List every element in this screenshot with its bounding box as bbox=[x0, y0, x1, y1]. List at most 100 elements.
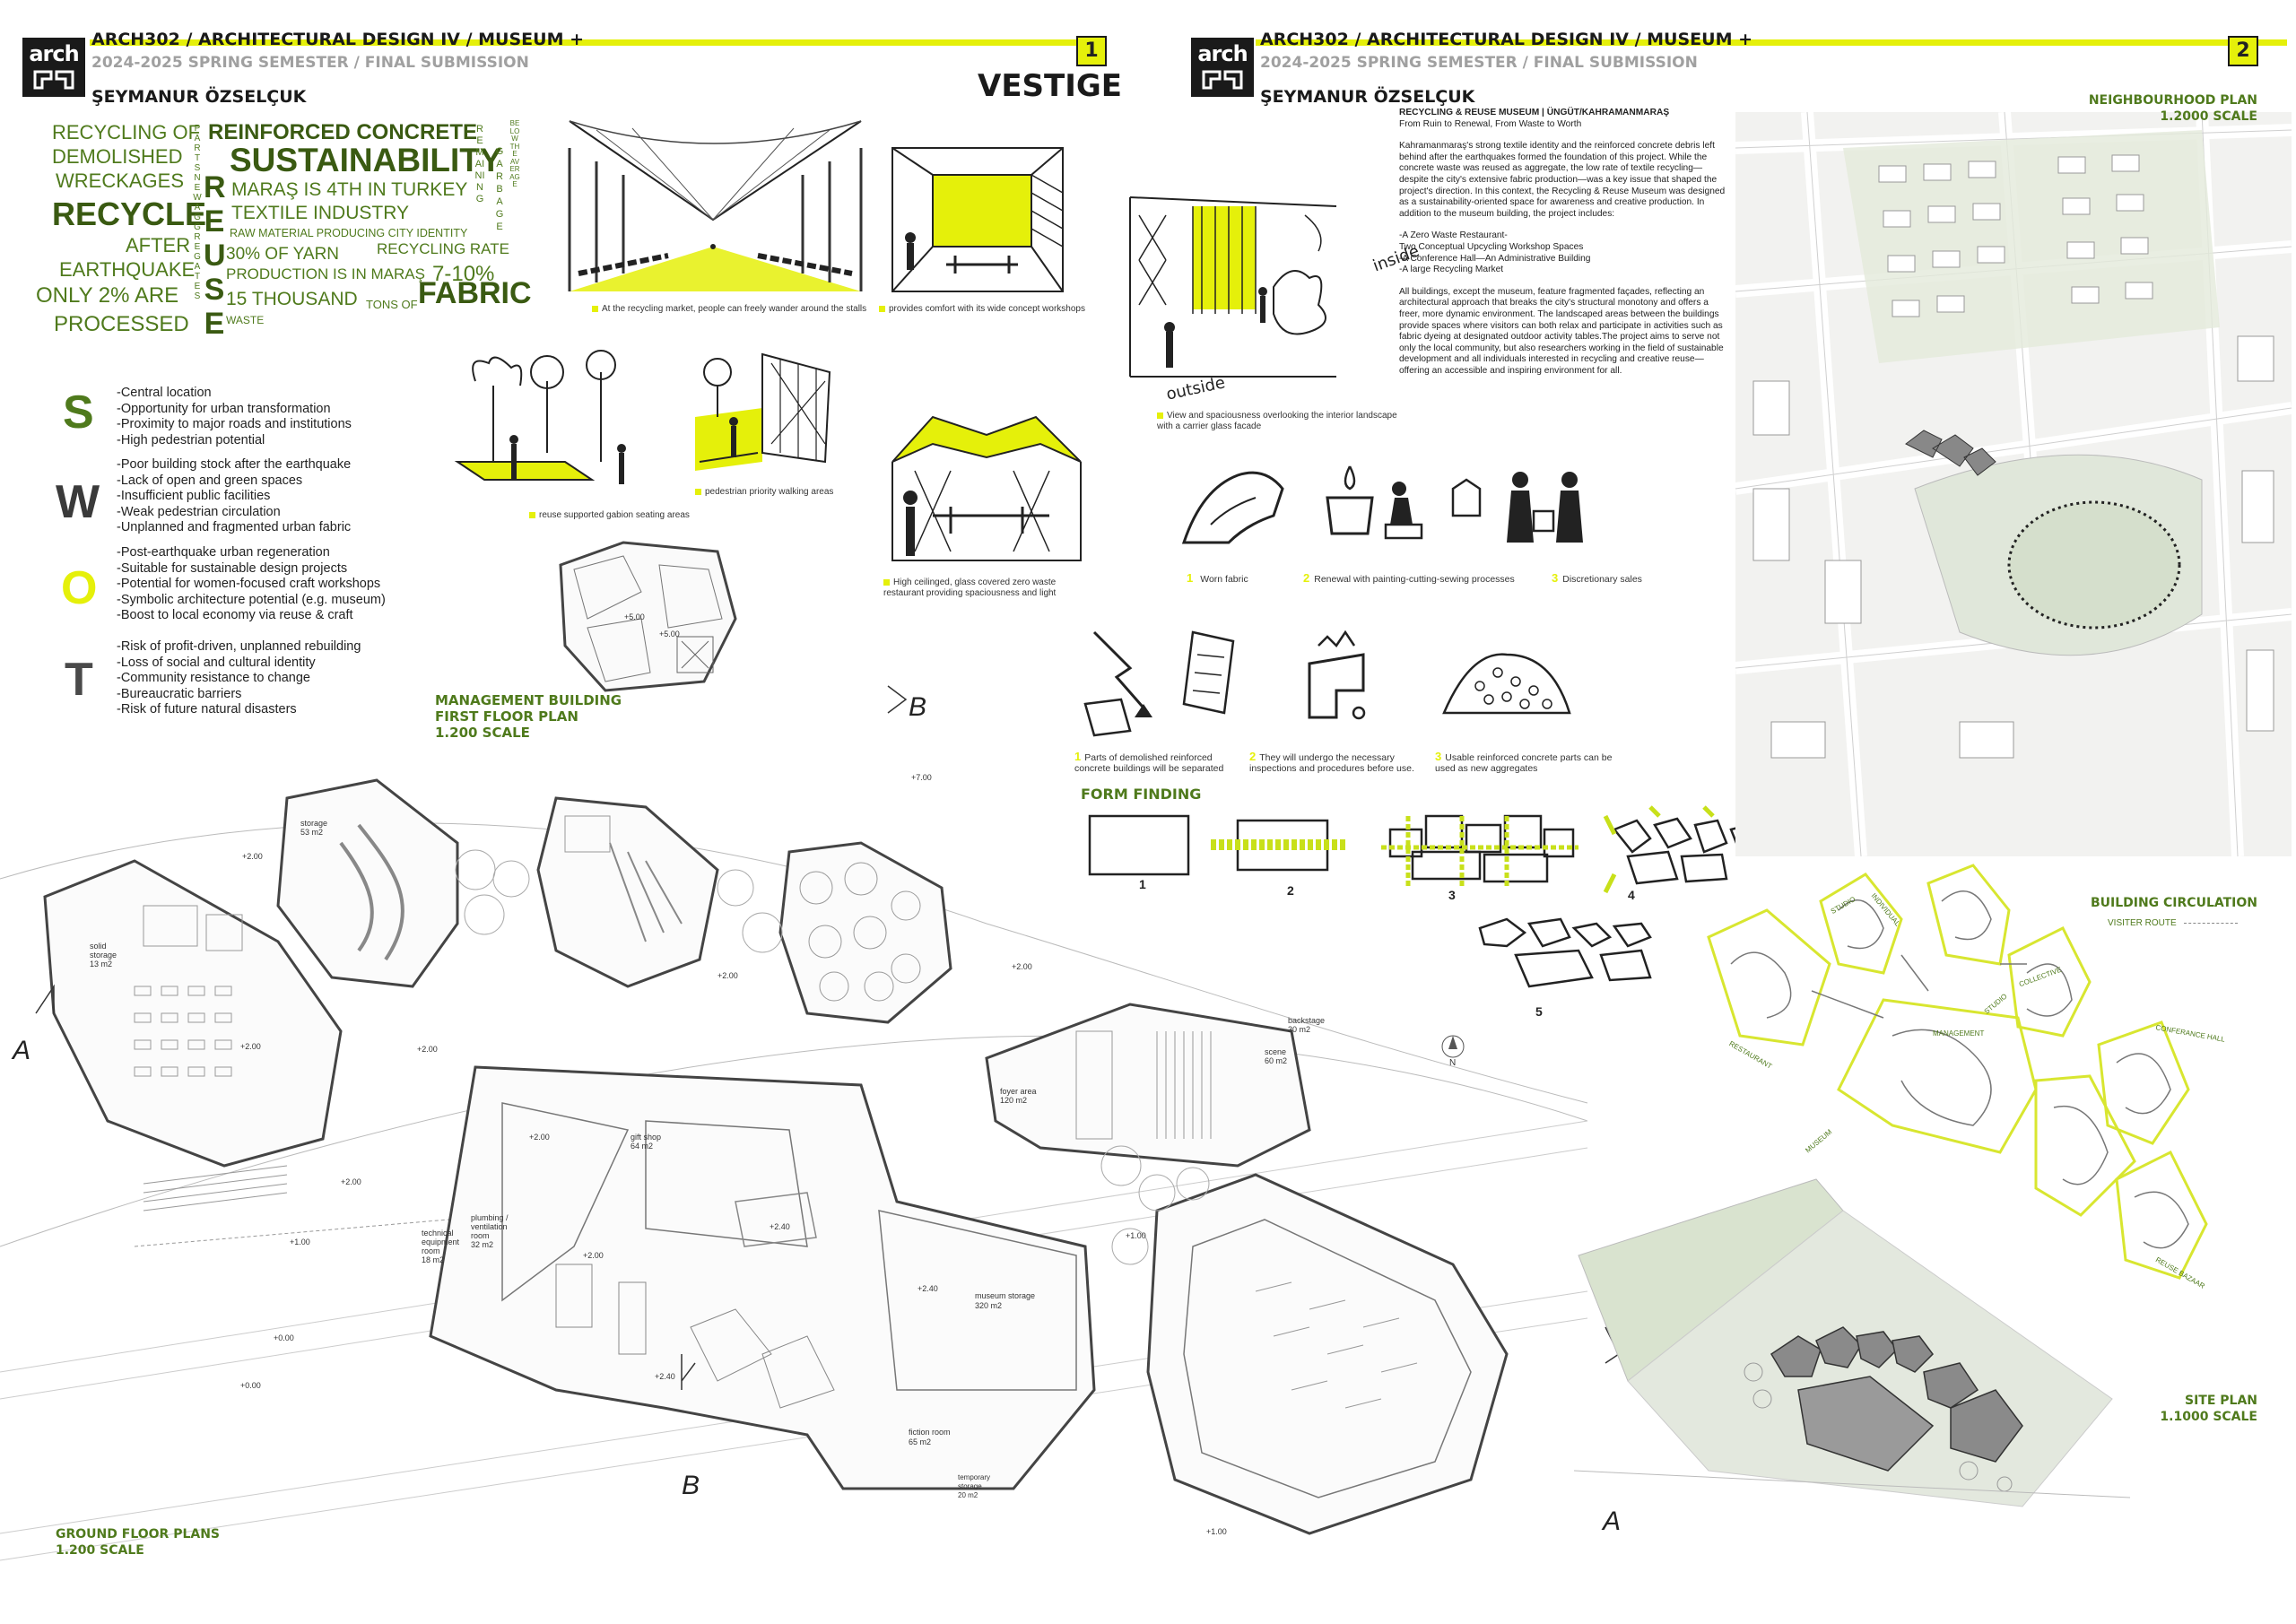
room-area: 320 m2 bbox=[975, 1301, 1003, 1310]
page-number-1: 1 bbox=[1076, 36, 1107, 66]
step-number: 3 bbox=[1435, 750, 1442, 763]
room-name: foyer area bbox=[1000, 1087, 1037, 1096]
opportunities-list: -Post-earthquake urban regeneration -Sui… bbox=[117, 545, 386, 624]
form-step-3: 3 bbox=[1448, 888, 1456, 902]
caption-gabion-text: reuse supported gabion seating areas bbox=[539, 510, 690, 520]
step-label: Worn fabric bbox=[1200, 574, 1248, 585]
caption-view-text: View and spaciousness overlooking the in… bbox=[1157, 411, 1397, 431]
wc-fabric: FABRIC bbox=[418, 276, 532, 310]
course-title-2: ARCH302 / ARCHITECTURAL DESIGN IV / MUSE… bbox=[1260, 30, 1753, 49]
worn-fabric-icon bbox=[1181, 471, 1284, 544]
opportunity-item: -Boost to local economy via reuse & craf… bbox=[117, 608, 353, 622]
wc-thousand: 15 THOUSAND bbox=[226, 289, 358, 309]
wc-yarn: 30% OF YARN bbox=[226, 245, 340, 264]
wc-waste: WASTE bbox=[226, 314, 265, 326]
opportunity-item: -Post-earthquake urban regeneration bbox=[117, 545, 330, 560]
room-name: technical equipment room bbox=[422, 1229, 460, 1255]
bullet-icon bbox=[592, 305, 598, 312]
caption-workshops: provides comfort with its wide concept w… bbox=[879, 304, 1085, 314]
site-plan-scale: 1.1000 SCALE bbox=[2160, 1410, 2257, 1424]
step-label: Parts of demolished reinforced concrete … bbox=[1074, 752, 1224, 774]
weakness-item: -Insufficient public facilities bbox=[117, 489, 271, 503]
form-finding-diagrams bbox=[1088, 805, 1770, 988]
wc-raw: RAW MATERIAL PRODUCING CITY IDENTITY bbox=[230, 227, 468, 239]
management-title-text: MANAGEMENT BUILDING bbox=[435, 692, 622, 708]
room-name: backstage bbox=[1288, 1016, 1326, 1025]
step-number: 2 bbox=[1249, 750, 1257, 763]
level-9: +2.40 bbox=[918, 1284, 938, 1293]
strength-item: -Opportunity for urban transformation bbox=[117, 401, 331, 416]
level-1: +2.00 bbox=[242, 852, 263, 861]
room-area: 30 m2 bbox=[1288, 1025, 1311, 1034]
caption-gabion: reuse supported gabion seating areas bbox=[529, 510, 690, 520]
description-list: -A Zero Waste Restaurant- Two Conceptual… bbox=[1399, 230, 1731, 275]
weaknesses-list: -Poor building stock after the earthquak… bbox=[117, 457, 351, 536]
description-list-item: Two Conceptual Upcycling Workshop Spaces bbox=[1399, 241, 1584, 252]
wc-line-6: EARTHQUAKE bbox=[59, 258, 196, 281]
author-1: ŞEYMANUR ÖZSELÇUK bbox=[91, 87, 307, 107]
room-name: fiction room bbox=[909, 1428, 951, 1437]
description-tagline: From Ruin to Renewal, From Waste to Wort… bbox=[1399, 118, 1582, 129]
sketch-recycling-market bbox=[568, 120, 863, 291]
room-area: 60 m2 bbox=[1265, 1056, 1288, 1065]
demolished-concrete-icon bbox=[1083, 630, 1235, 737]
form-step-2: 2 bbox=[1287, 883, 1294, 898]
bullet-icon bbox=[695, 488, 701, 495]
swot-letter-s: S bbox=[63, 386, 94, 439]
section-marker-b-top: B bbox=[909, 692, 927, 722]
threats-list: -Risk of profit-driven, unplanned rebuil… bbox=[117, 639, 361, 718]
arch-logo-2: arch bbox=[1191, 38, 1254, 97]
section-arrow-b-top-icon bbox=[887, 685, 908, 714]
room-area: 120 m2 bbox=[1000, 1096, 1028, 1105]
room-area: 13 m2 bbox=[90, 960, 113, 968]
room-name: scene bbox=[1265, 1047, 1287, 1056]
caption-pedestrian: pedestrian priority walking areas bbox=[695, 487, 833, 497]
sketch-interior-view bbox=[1129, 196, 1337, 378]
room-name: storage bbox=[300, 819, 328, 828]
wc-line-2: DEMOLISHED bbox=[52, 145, 183, 168]
wc-tons: TONS OF bbox=[366, 298, 418, 311]
section-marker-a-right: A bbox=[1603, 1507, 1622, 1536]
management-title: MANAGEMENT BUILDING FIRST FLOOR PLAN 1.2… bbox=[435, 692, 622, 741]
wc-textile: TEXTILE INDUSTRY bbox=[231, 203, 409, 223]
level-5: +1.00 bbox=[290, 1238, 310, 1246]
swot-letter-w: W bbox=[56, 476, 100, 528]
level-16: +2.00 bbox=[1012, 962, 1032, 971]
building-circulation-diagram bbox=[1707, 864, 2208, 1280]
level-17: +2.00 bbox=[718, 971, 738, 980]
step-number: 1 bbox=[1187, 571, 1194, 585]
logo-text: arch bbox=[1197, 41, 1248, 66]
swot-letter-o: O bbox=[61, 562, 98, 614]
fabric-step-1: 1 Worn fabric bbox=[1187, 571, 1248, 585]
room-name: temporary storage bbox=[958, 1473, 991, 1490]
circulation-legend: VISITER ROUTE bbox=[2108, 918, 2239, 928]
wc-sustainability: SUSTAINABILITY bbox=[230, 142, 502, 178]
caption-pedestrian-text: pedestrian priority walking areas bbox=[705, 487, 834, 497]
sketch-workshop bbox=[891, 147, 1064, 292]
neighbourhood-title: NEIGHBOURHOOD PLAN 1.2000 SCALE bbox=[2063, 92, 2257, 125]
course-title-1: ARCH302 / ARCHITECTURAL DESIGN IV / MUSE… bbox=[91, 30, 585, 49]
semester-2: 2024-2025 SPRING SEMESTER / FINAL SUBMIS… bbox=[1260, 54, 1698, 72]
wc-line-3: WRECKAGES bbox=[56, 169, 185, 192]
wc-line-7: ONLY 2% ARE bbox=[36, 283, 179, 308]
level-13: +7.00 bbox=[911, 773, 932, 782]
room-name: solid storage bbox=[90, 942, 117, 960]
strengths-list: -Central location -Opportunity for urban… bbox=[117, 386, 352, 448]
caption-restaurant: High ceilinged, glass covered zero waste… bbox=[883, 578, 1081, 599]
room-name: gift shop bbox=[631, 1133, 662, 1142]
neighbourhood-scale: 1.2000 SCALE bbox=[2160, 109, 2257, 124]
north-label: N bbox=[1449, 1058, 1457, 1068]
level-6: +0.00 bbox=[274, 1333, 294, 1342]
step-label: Discretionary sales bbox=[1562, 574, 1642, 585]
painting-cutting-sewing-icon bbox=[1326, 465, 1423, 540]
level-14: +1.00 bbox=[1206, 1527, 1227, 1536]
level-8: +2.40 bbox=[770, 1222, 790, 1231]
